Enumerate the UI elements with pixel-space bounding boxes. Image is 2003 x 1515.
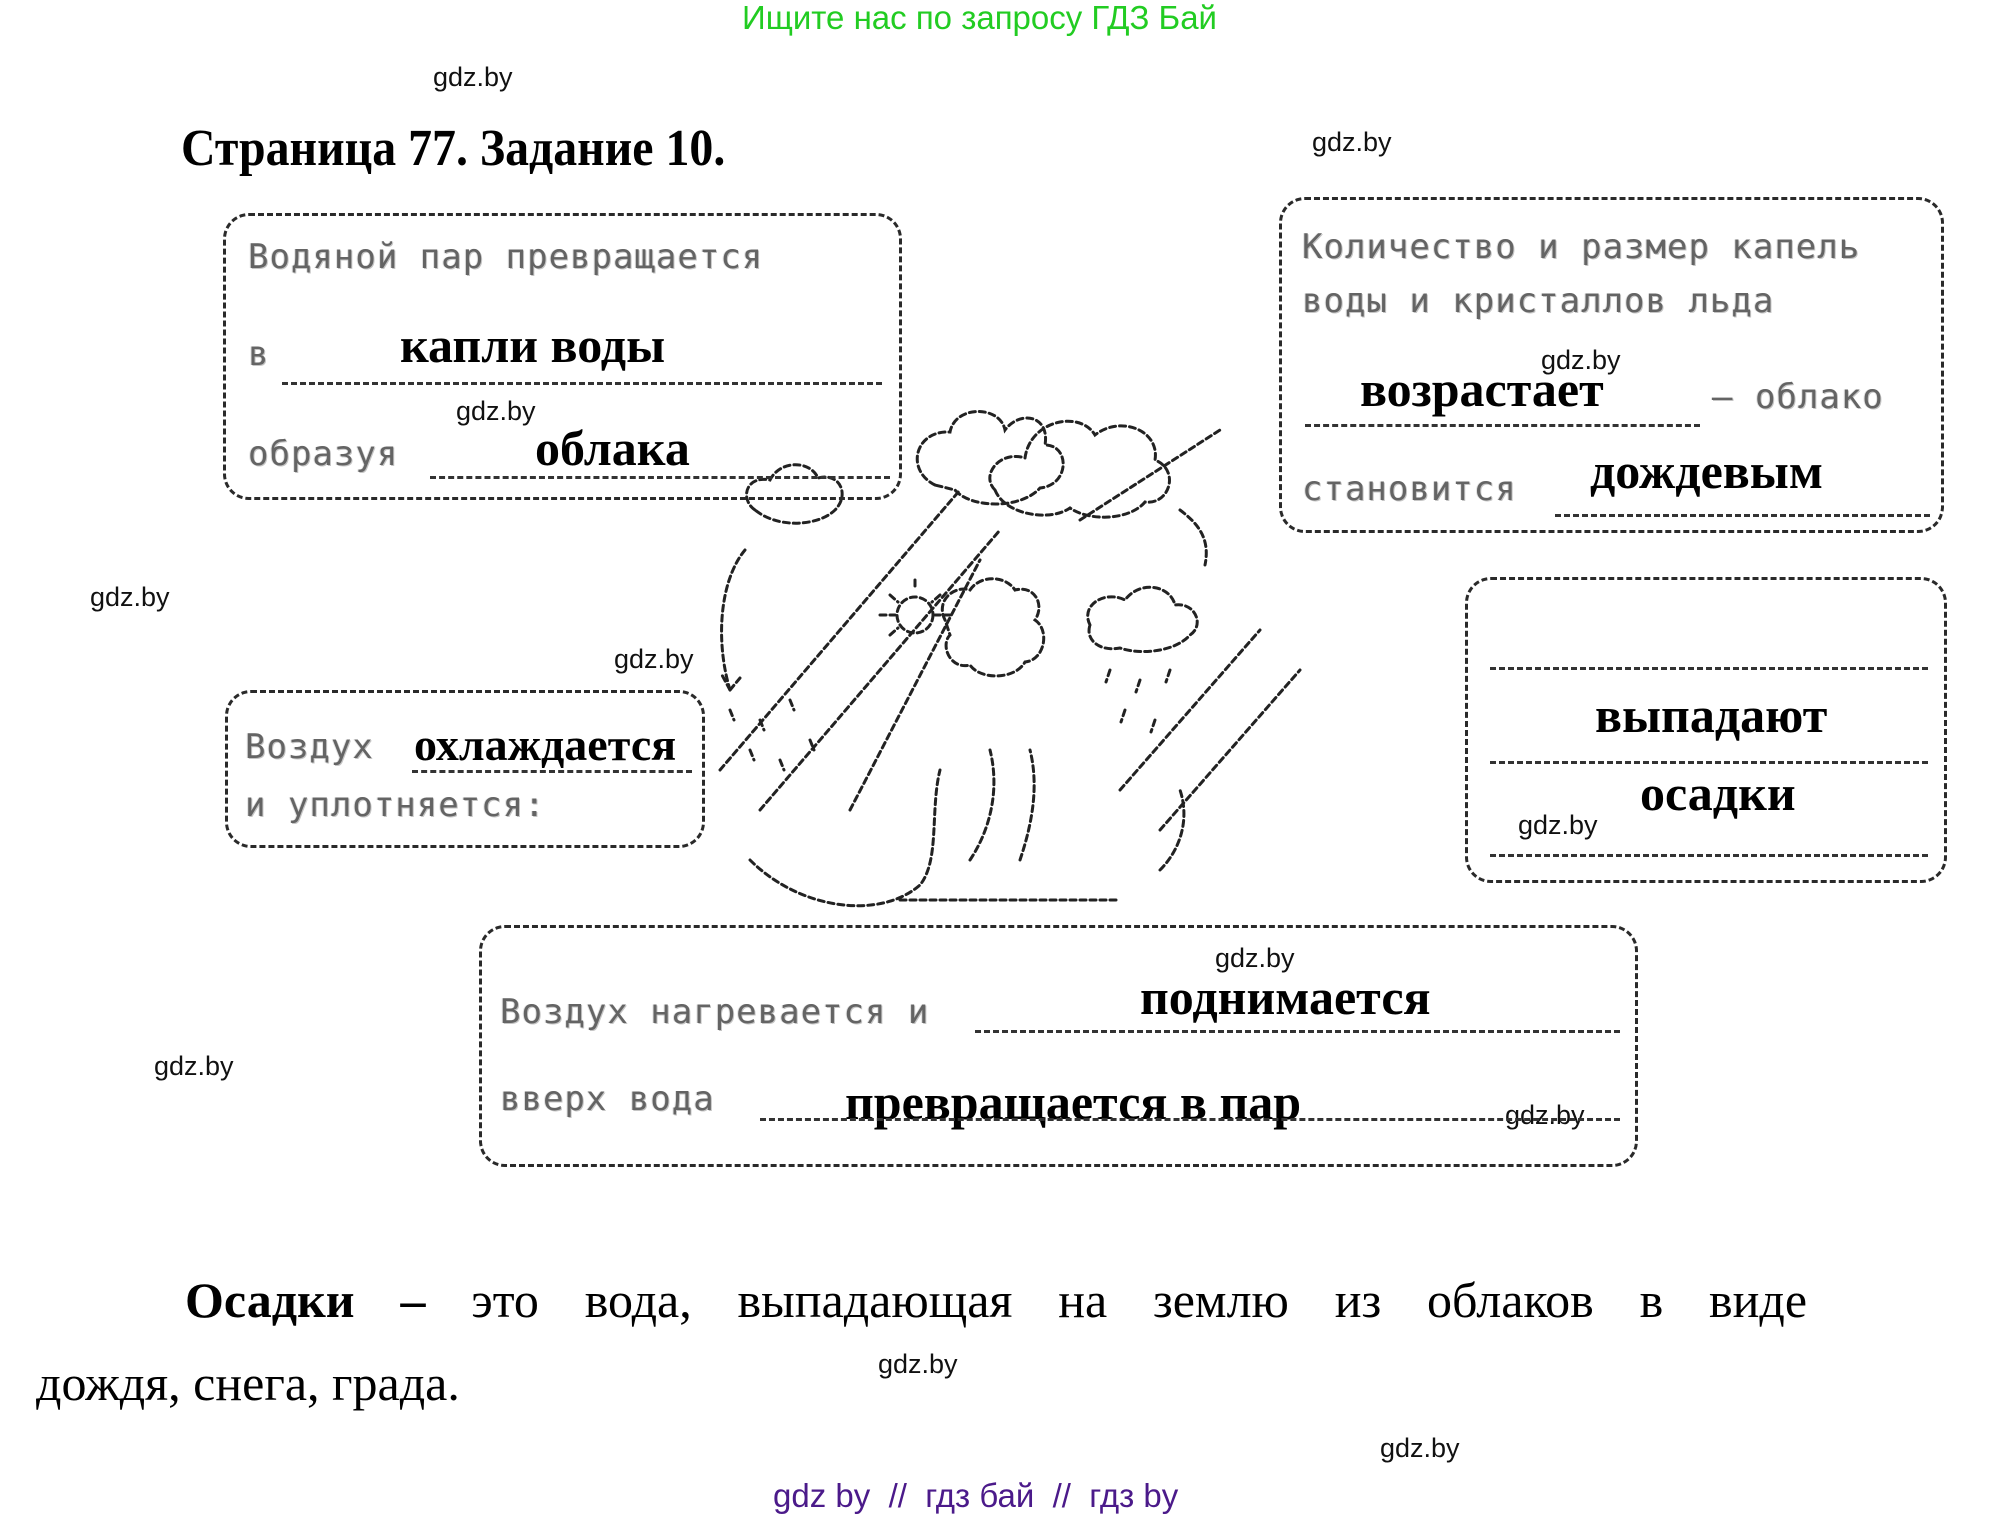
answer-line: [412, 770, 692, 773]
answer-line: [1490, 854, 1928, 857]
answer-field[interactable]: облака: [535, 420, 690, 476]
watermark: gdz.by: [154, 1051, 234, 1081]
box-label: Количество и размер капель: [1302, 227, 1861, 267]
watermark: gdz.by: [878, 1349, 958, 1379]
cloud-icon: [915, 410, 1171, 519]
box-label: Воздух: [245, 727, 374, 767]
answer-line: [1490, 761, 1928, 764]
sun-icon: [878, 578, 952, 637]
answer-field[interactable]: поднимается: [1140, 969, 1431, 1025]
answer-field[interactable]: охлаждается: [414, 719, 677, 770]
ground-icon: [748, 748, 1186, 908]
watermark: gdz.by: [1518, 810, 1598, 840]
watermark: gdz.by: [1505, 1100, 1585, 1130]
box-air-cools: [225, 690, 705, 848]
watermark: gdz.by: [1380, 1433, 1460, 1463]
definition-dash: –: [354, 1272, 472, 1328]
box-precipitation-falls: [1465, 577, 1947, 883]
watermark: gdz.by: [456, 396, 536, 426]
box-air-heats: [479, 925, 1638, 1167]
answer-line: [975, 1030, 1620, 1033]
box-label: Водяной пар превращается: [248, 237, 764, 277]
arrow-icon: [718, 428, 1302, 832]
search-banner: Ищите нас по запросу ГДЗ Бай: [742, 0, 1217, 36]
watermark: gdz.by: [1541, 345, 1621, 375]
arrow-icon: [1178, 508, 1208, 567]
page-title: Страница 77. Задание 10.: [181, 120, 726, 177]
box-label: Воздух нагревается и: [500, 992, 930, 1032]
box-label: в: [248, 334, 270, 374]
answer-line: [282, 382, 882, 385]
definition-text: это вода, выпадающая на землю из облаков…: [471, 1272, 1808, 1328]
box-droplet-size: [1279, 197, 1944, 533]
definition-line-1: Осадки – это вода, выпадающая на землю и…: [185, 1272, 1807, 1328]
answer-line: [1305, 424, 1700, 427]
answer-field[interactable]: возрастает: [1360, 361, 1604, 417]
answer-line: [760, 1118, 1620, 1121]
watermark: gdz.by: [90, 582, 170, 612]
box-label: — облако: [1712, 377, 1884, 417]
answer-field[interactable]: осадки: [1640, 765, 1796, 821]
box-label: становится: [1302, 469, 1517, 509]
answer-line: [1490, 667, 1928, 670]
arrow-icon: [720, 548, 747, 692]
water-cycle-illustration: [718, 410, 1302, 908]
watermark: gdz.by: [1215, 943, 1295, 973]
watermark: gdz.by: [1312, 127, 1392, 157]
cloud-icon: [1086, 585, 1199, 654]
box-label: и уплотняется:: [245, 785, 546, 825]
watermark: gdz.by: [614, 644, 694, 674]
cloud-icon: [941, 577, 1046, 678]
box-label: образуя: [248, 434, 399, 474]
answer-field[interactable]: капли воды: [400, 317, 666, 373]
answer-field[interactable]: дождевым: [1590, 443, 1823, 499]
watermark: gdz.by: [433, 62, 513, 92]
answer-line: [1555, 514, 1930, 517]
box-label: воды и кристаллов льда: [1302, 281, 1775, 321]
answer-line: [430, 476, 890, 479]
rain-icon: [728, 668, 1172, 772]
definition-line-2: дождя, снега, града.: [36, 1355, 460, 1411]
answer-field[interactable]: выпадают: [1595, 687, 1828, 743]
definition-term: Осадки: [185, 1272, 355, 1328]
box-water-vapor: [223, 213, 902, 500]
box-label: вверх вода: [500, 1079, 715, 1119]
footer-links[interactable]: gdz by // гдз бай // гдз by: [773, 1477, 1179, 1514]
